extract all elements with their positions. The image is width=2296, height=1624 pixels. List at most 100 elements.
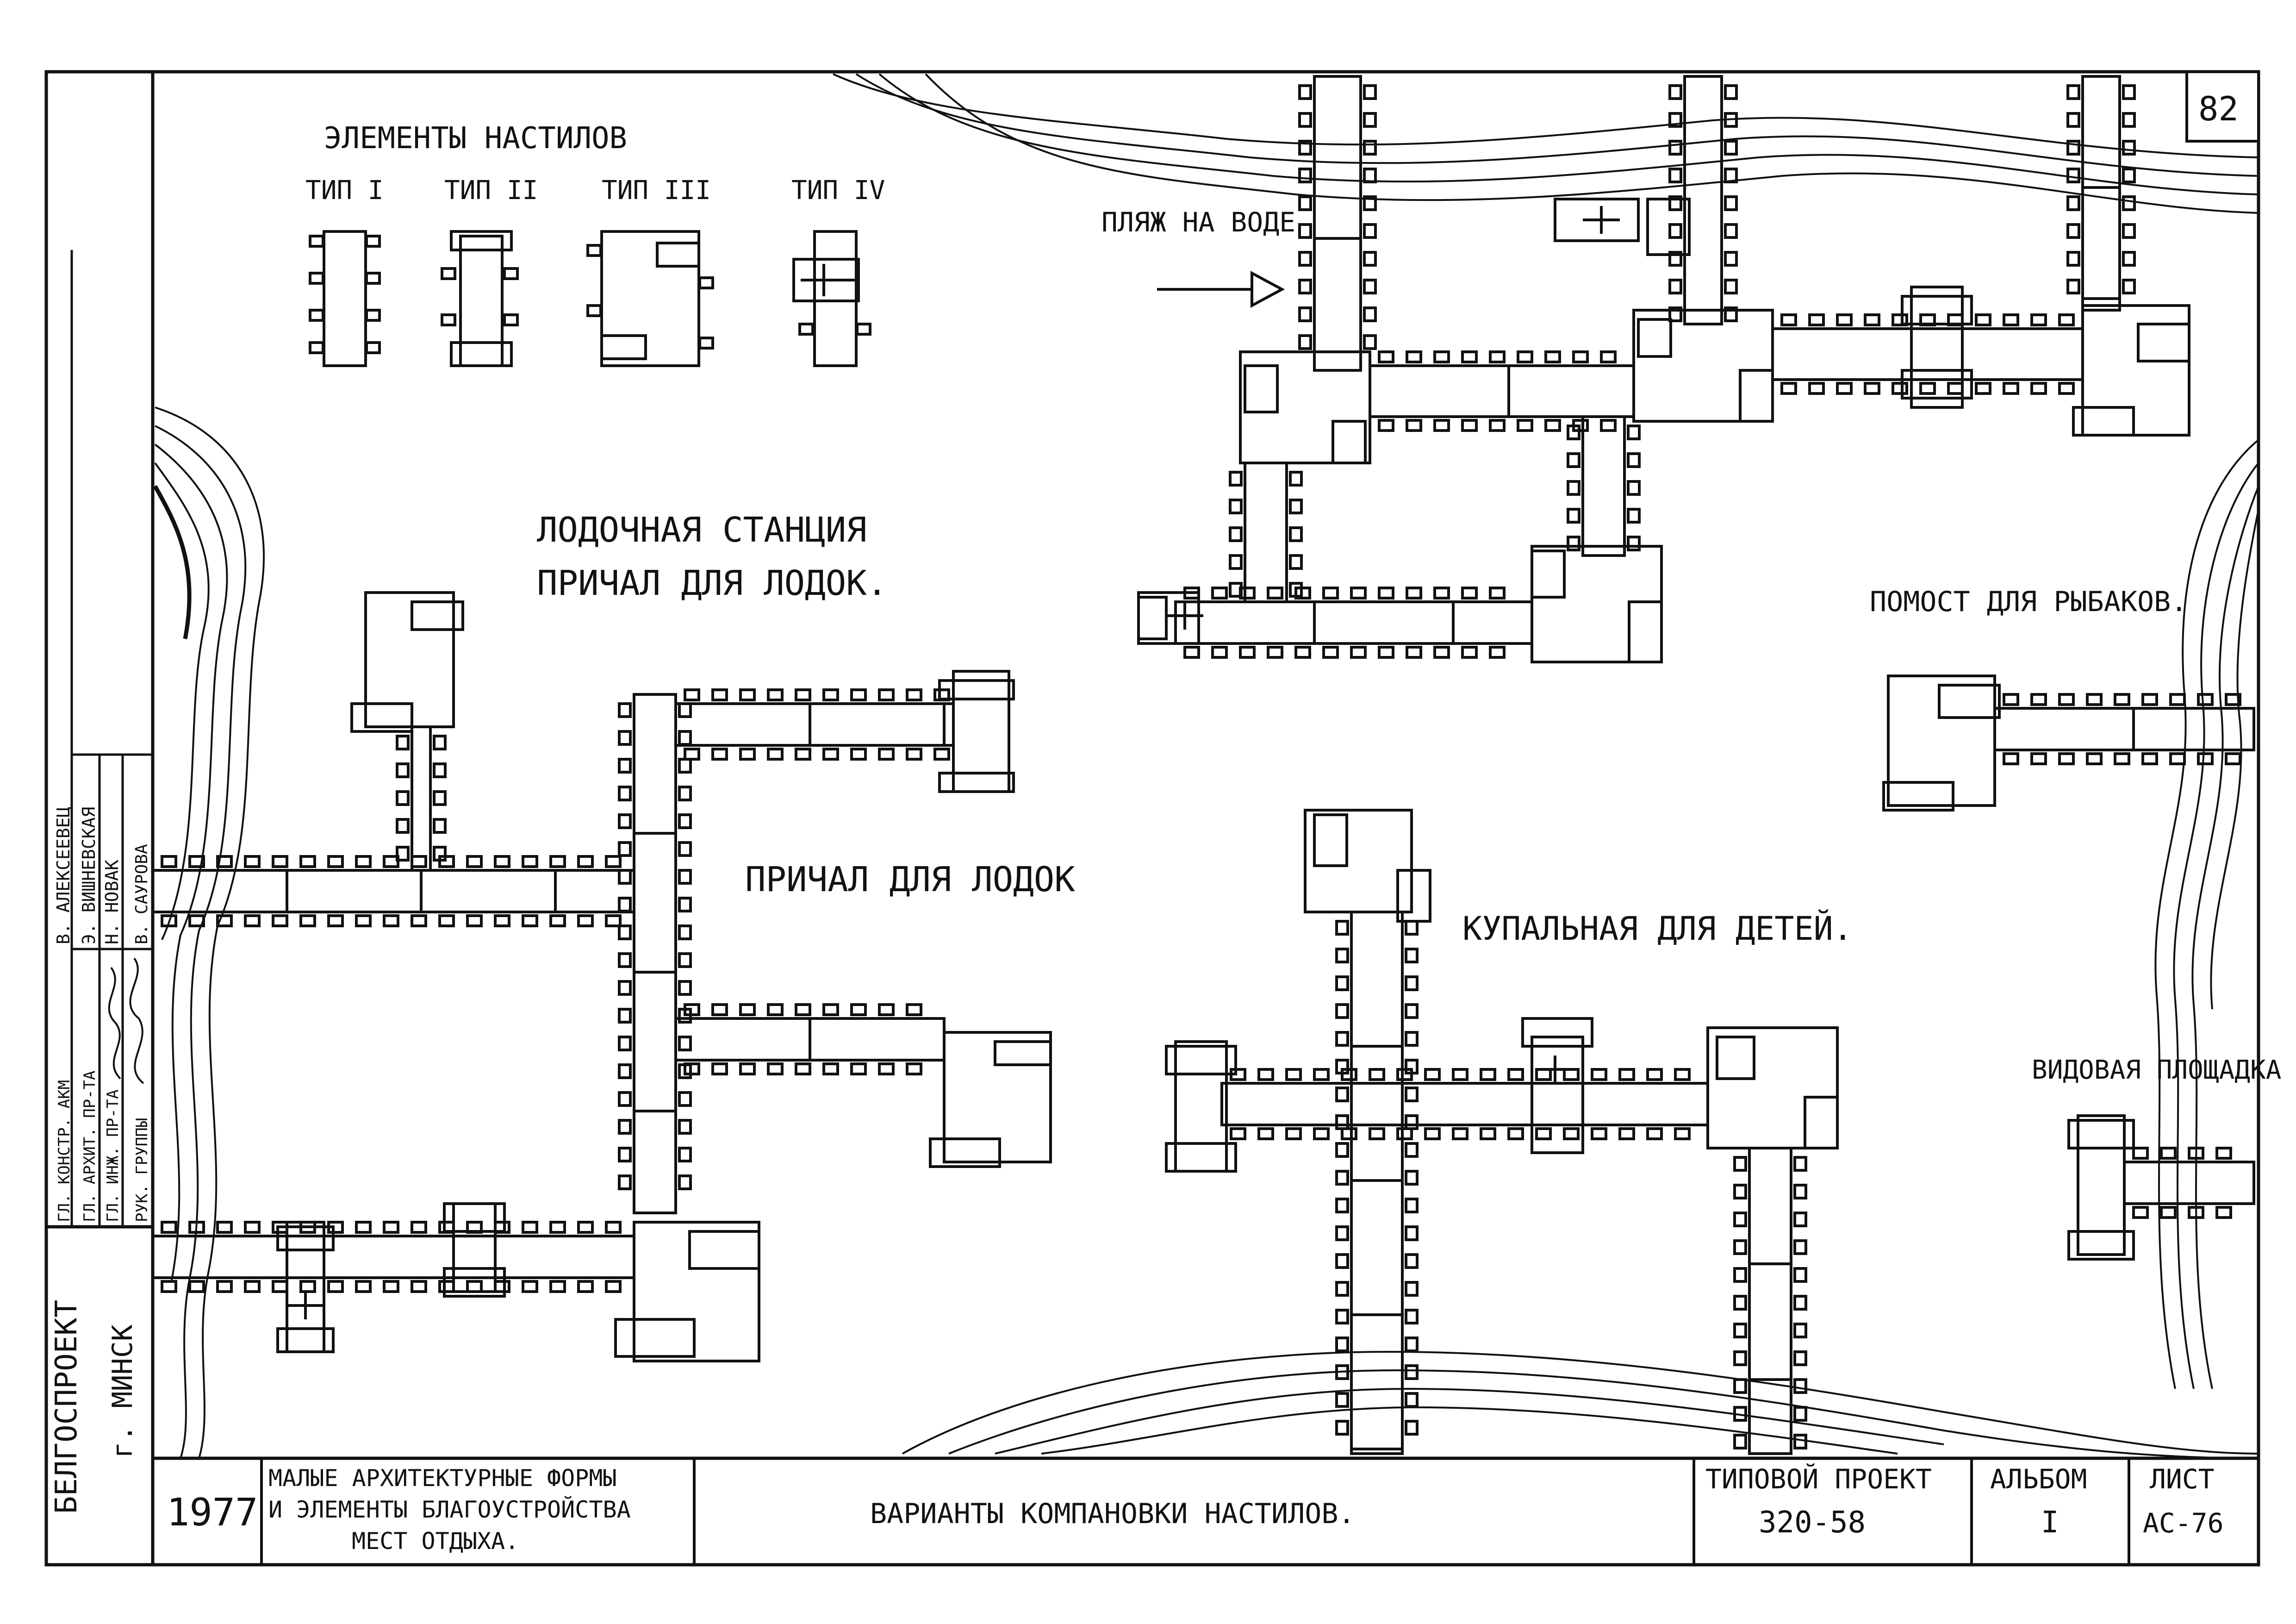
deck-pile [2086,693,2103,706]
deck-pile [355,855,372,868]
deck-pile [1461,646,1478,659]
deck-platform [1739,369,1774,423]
deck-pile [383,1280,399,1293]
deck-pile [1335,1087,1349,1102]
type-3-symbol [586,230,714,367]
deck-pile [2058,313,2075,326]
deck-pile [1668,168,1682,183]
deck-pile [2132,1206,2149,1219]
deck-pile [355,1221,372,1234]
stamp-subject-line3: МЕСТ ОТДЫХА. [352,1528,519,1555]
deck-walkway [1244,462,1288,603]
project-number: 320-58 [1759,1505,1866,1540]
deck-pile [1363,334,1377,350]
deck-pile [1733,1406,1747,1422]
deck-pile [2160,1147,2177,1160]
deck-pile [1405,1114,1419,1130]
deck-walkway [1748,1147,1792,1455]
deck-pile [711,1062,728,1075]
deck-pile [1322,646,1339,659]
deck-pile [1341,1068,1357,1081]
deck-pile [1668,195,1682,211]
deck-platform [1531,1036,1584,1154]
deck-platform [1304,809,1413,913]
deck-pile [878,1003,895,1016]
deck-pile [1229,554,1243,570]
deck-pile [878,688,895,701]
deck-platform [614,1318,696,1358]
deck-pile [466,1280,483,1293]
deck-pile [2122,251,2136,267]
deck-platform [276,1225,335,1251]
deck-pile [1793,1406,1807,1422]
deck-platform [1628,600,1663,663]
deck-platform [286,1221,325,1353]
deck-pile [161,914,177,927]
deck-pile [549,1221,566,1234]
deck-pile [161,855,177,868]
sheet-number-box: 82 [2185,70,2260,143]
deck-pile [1724,279,1738,294]
deck-pile [1405,1031,1419,1047]
deck-pile [244,914,261,927]
deck-pile [1892,313,1908,326]
deck-pile [1793,1295,1807,1311]
deck-pile [1298,306,1312,322]
deck-pile [2122,279,2136,294]
deck-pile [1363,168,1377,183]
deck-platform [2072,406,2135,437]
deck-pile [1567,536,1580,551]
deck-pile [2003,693,2019,706]
deck-pile [383,1221,399,1234]
deck-pile [2086,752,2103,765]
deck-pile [1627,452,1641,468]
deck-pile [1406,646,1422,659]
deck-pile [1405,1281,1419,1297]
deck-pile [1229,471,1243,487]
deck-walkway [1771,327,2084,381]
deck-pile [1724,84,1738,100]
deck-pile [1298,251,1312,267]
deck-pile [2066,195,2080,211]
deck-pile [1405,1198,1419,1213]
deck-platform [1637,318,1672,358]
deck-pile [678,1147,692,1162]
deck-pile [1335,1142,1349,1158]
deck-pile [188,914,205,927]
deck-pile [1668,140,1682,156]
deck-pile [522,1221,538,1234]
deck-platform [1882,781,1954,812]
deck-walkway [1369,364,1635,418]
type-1-symbol [309,230,381,367]
deck-pile [739,748,756,761]
deck-pile [739,1003,756,1016]
deck-pile [739,1062,756,1075]
deck-pile [678,813,692,829]
deck-pile [396,735,410,750]
deck-pile [1733,1156,1747,1172]
deck-pile [1341,1127,1357,1140]
deck-pile [2003,313,2019,326]
deck-pile [1257,1127,1274,1140]
deck-platform [943,1031,1052,1163]
deck-pile [1646,1127,1663,1140]
deck-pile [1257,1068,1274,1081]
deck-pile [1724,251,1738,267]
deck-pile [438,914,455,927]
deck-pile [2132,1147,2149,1160]
deck-pile [2066,84,2080,100]
deck-platform [938,772,1015,793]
deck-pile [1733,1323,1747,1338]
deck-pile [1919,382,1936,395]
deck-platform [350,702,413,733]
deck-pile [1378,587,1394,600]
deck-pile [678,1036,692,1051]
deck-pile [299,914,316,927]
deck-pile [678,1174,692,1190]
deck-pile [1289,471,1303,487]
boat-station-label-line2: ПРИЧАЛ ДЛЯ ЛОДОК. [537,563,887,603]
deck-pile [272,855,288,868]
deck-pile [767,1062,784,1075]
deck-pile [396,790,410,806]
deck-pile [433,846,447,862]
